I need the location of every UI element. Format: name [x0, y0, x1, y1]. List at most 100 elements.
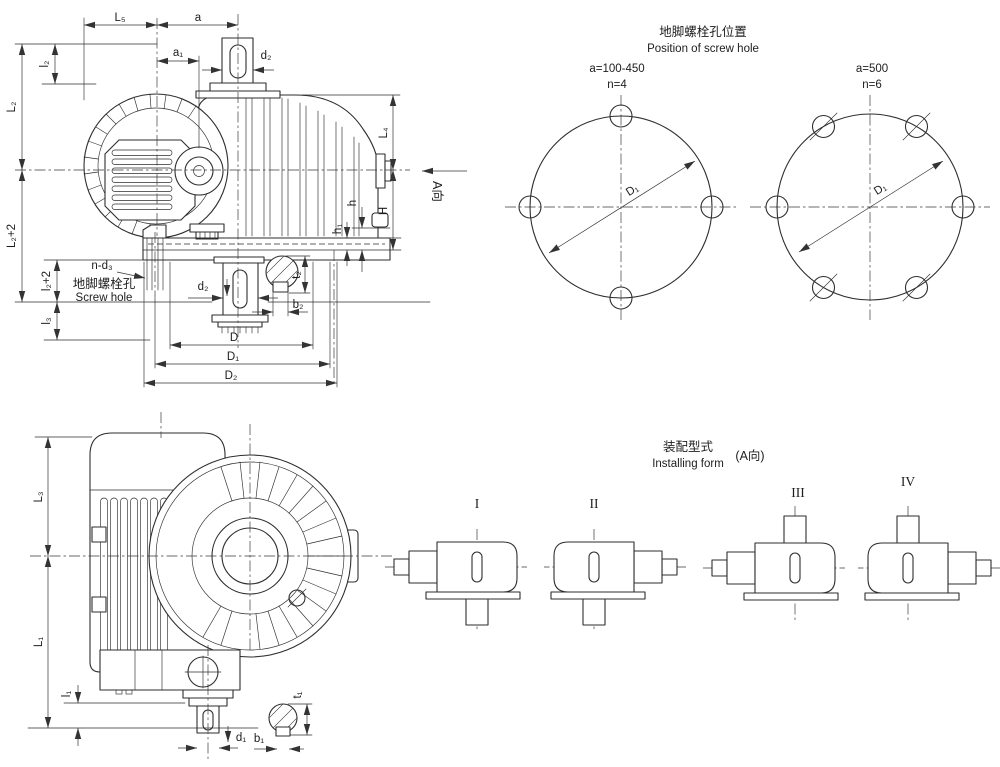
worm-shaft-cover — [375, 153, 386, 189]
form-label-2: II — [590, 496, 599, 511]
dim-label-b1: b₁ — [254, 733, 264, 745]
housing-ribs — [245, 95, 360, 237]
worm-shaft-hub-center — [193, 165, 205, 177]
motor-clamp-tab — [91, 596, 107, 613]
dim-label-d2-bottom: d₂ — [198, 281, 209, 293]
bolt-hole — [811, 275, 836, 300]
sump-foot — [115, 689, 123, 695]
bottom-shaft-keyway — [232, 269, 248, 309]
bolt-hole — [700, 195, 724, 219]
dim-label-L5: L₅ — [114, 12, 125, 24]
shaft-section-hatch — [266, 256, 298, 288]
terminal-box — [189, 223, 225, 233]
bolt-hole — [904, 114, 929, 139]
dim-label-D2: D₂ — [225, 370, 238, 382]
installing-title-en: Installing form — [652, 458, 724, 470]
side-view-centerlines — [15, 14, 410, 385]
dim-label-t1: t₁ — [292, 691, 304, 698]
bolt-hole — [518, 195, 542, 219]
bottom-hub-step — [217, 321, 263, 328]
installing-title-cn: 装配型式 — [663, 440, 714, 454]
terminal-box-base — [195, 231, 219, 240]
sump-boss-cross — [184, 655, 222, 689]
n6-a-label: a=500 — [856, 63, 888, 75]
screw-circle-n4: a=100-450 n=4 D₁ — [505, 63, 737, 320]
motor-face-plate — [104, 139, 196, 221]
side-view: L₅ a a₁ d₂ l₂ L₂ L₂+2 l₂+2 l₃ L₄ H h h₁ … — [6, 12, 467, 388]
dim-label-d1: d₁ — [236, 732, 246, 744]
dim-label-l3: l₃ — [41, 317, 53, 325]
bolt-hole — [765, 195, 789, 219]
form-label-3: III — [791, 485, 805, 500]
drain-plug-slash — [287, 588, 307, 608]
bolt-hole — [609, 286, 633, 310]
bolt-circle-n6 — [776, 113, 964, 301]
dim-label-l1: l₁ — [61, 691, 73, 698]
dim-label-L1: L₁ — [33, 637, 45, 647]
worm-shaft-cover-cap — [384, 160, 392, 182]
n6-count-label: n=6 — [862, 79, 882, 91]
bolt-hole — [951, 195, 975, 219]
bolt-hole — [811, 114, 836, 139]
dim-label-L2-plus-2: L₂+2 — [6, 224, 18, 248]
dim-label-D: D — [230, 332, 238, 344]
bottom-hub — [211, 314, 269, 323]
front-view-machine — [89, 432, 359, 737]
shaft-section-keyway — [272, 281, 289, 293]
dim-label-b2: b₂ — [293, 299, 304, 311]
form-icon-2 — [543, 528, 687, 630]
a-view-label: A向 — [430, 181, 445, 202]
screw-hole-positions: 地脚螺栓孔位置 Position of screw hole a=100-450… — [505, 24, 990, 320]
n4-count-label: n=4 — [607, 79, 627, 91]
worm-shaft-hub-mid — [184, 156, 214, 186]
screw-positions-title-cn: 地脚螺栓孔位置 — [659, 24, 747, 39]
dim-label-h1: h₁ — [332, 224, 344, 234]
dim-label-H: H — [378, 207, 390, 215]
front-view: L₃ L₁ l₁ d₁ b₁ t₁ — [27, 412, 392, 762]
front-view-extension-lines — [27, 436, 313, 736]
dim-label-h: h — [347, 200, 359, 206]
foot-screw-hole — [146, 237, 164, 291]
dim-label-l2-plus-2: l₂+2 — [41, 271, 53, 291]
bottom-hub-ticks — [221, 326, 259, 334]
oil-sump — [99, 649, 241, 691]
n4-D1-label: D₁ — [624, 182, 641, 199]
bolt-circle-n4 — [529, 115, 713, 299]
installing-a-view: (A向) — [735, 448, 764, 463]
screw-hole-label-en: Screw hole — [76, 292, 133, 304]
side-view-extension-lines — [14, 17, 431, 388]
drain-plug — [288, 589, 306, 607]
dim-label-a: a — [195, 12, 202, 24]
sump-lines — [134, 649, 163, 691]
sump-foot — [125, 689, 133, 695]
front-view-centerlines — [30, 412, 392, 762]
motor-grille — [111, 149, 173, 210]
bolt-hole-slashes — [809, 112, 931, 302]
n4-a-label: a=100-450 — [589, 63, 644, 75]
screw-circle-n6: a=500 n=6 D₁ — [750, 63, 990, 320]
label-n-d3: n-d₃ — [91, 260, 113, 272]
output-section-keyway — [275, 726, 291, 737]
screw-hole-label-cn: 地脚螺栓孔 — [73, 276, 136, 291]
form-icon-1 — [384, 528, 528, 630]
wheel-housing-ribs — [202, 461, 345, 650]
installing-forms: 装配型式 Installing form (A向) I II III IV — [384, 440, 1000, 630]
form-icon-4 — [857, 505, 1000, 624]
dim-label-t2: t₂ — [291, 271, 303, 279]
form-icon-3 — [702, 505, 846, 624]
dim-label-L2: L₂ — [6, 102, 18, 113]
dim-label-a1: a₁ — [173, 47, 183, 59]
dim-label-d2-top: d₂ — [261, 50, 272, 62]
bottom-flange — [213, 256, 265, 264]
bolt-hole — [609, 104, 633, 128]
front-view-dimensions — [44, 437, 311, 753]
n6-D1-label: D₁ — [872, 181, 889, 198]
output-section-hatch — [269, 704, 297, 732]
form-label-1: I — [475, 496, 480, 511]
bolt-hole — [904, 275, 929, 300]
bottom-shaft — [222, 262, 259, 316]
motor-clamp-tab — [91, 526, 107, 543]
screw-positions-title-en: Position of screw hole — [647, 43, 759, 55]
